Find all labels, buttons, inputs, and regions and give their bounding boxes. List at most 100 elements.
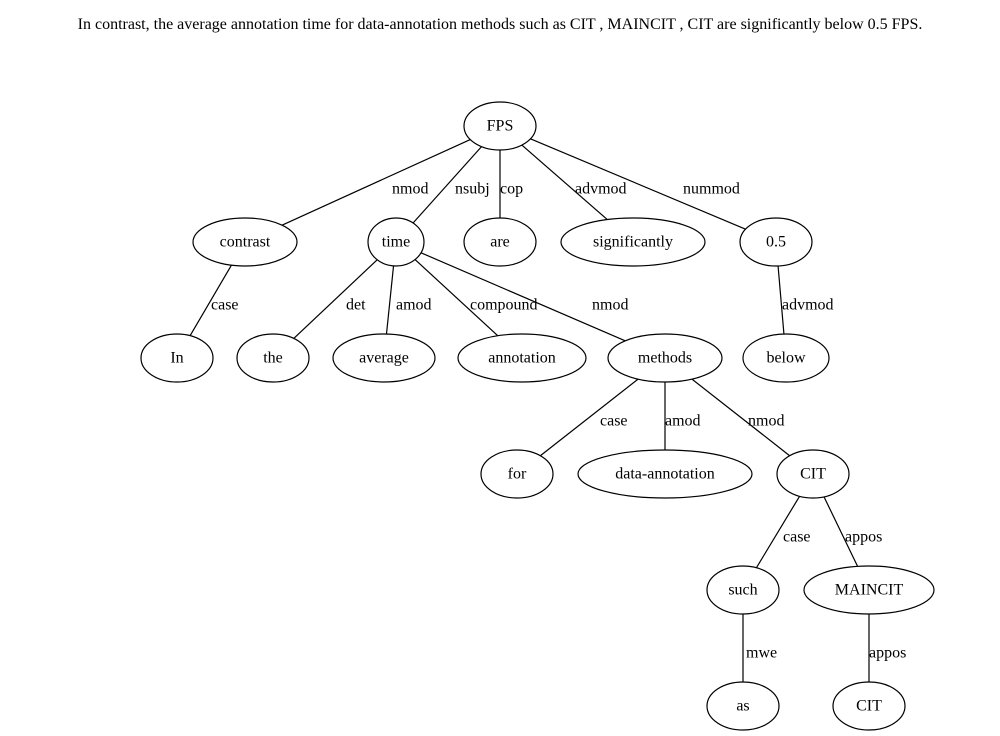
- edge-methods-cit1: nmod: [691, 378, 791, 457]
- node-as: as: [706, 681, 780, 731]
- node-label: contrast: [220, 234, 271, 251]
- edge-label: advmod: [575, 181, 627, 198]
- node-ellipse: [140, 333, 214, 383]
- edge-label: det: [346, 297, 366, 314]
- node-ellipse: [706, 681, 780, 731]
- node-contrast: contrast: [192, 217, 298, 267]
- node-label: FPS: [487, 118, 514, 135]
- edge-methods-data_annotation: amod: [664, 382, 701, 450]
- edge-line: [385, 265, 395, 335]
- edge-line: [420, 252, 626, 342]
- node-maincit: MAINCIT: [803, 565, 935, 615]
- edge-time-methods: nmod: [420, 252, 628, 342]
- node-ellipse: [457, 333, 587, 383]
- edge-label: cop: [500, 181, 523, 198]
- edge-line: [281, 138, 471, 226]
- node-label: the: [263, 350, 283, 367]
- node-ellipse: [607, 333, 723, 383]
- node-label: time: [382, 234, 410, 251]
- node-below: below: [742, 333, 830, 383]
- edge-fps-are: cop: [499, 150, 523, 218]
- edge-line: [755, 495, 801, 569]
- node-methods: methods: [607, 333, 723, 383]
- node-ellipse: [577, 449, 753, 499]
- edge-line: [521, 144, 608, 221]
- node-ellipse: [803, 565, 935, 615]
- edge-time-the: det: [293, 259, 378, 339]
- edge-label: nmod: [592, 297, 628, 314]
- node-ellipse: [367, 217, 425, 267]
- node-label: MAINCIT: [835, 582, 904, 599]
- edge-label: case: [211, 297, 239, 314]
- node-label: as: [736, 698, 749, 715]
- edge-methods-for: case: [539, 378, 639, 457]
- edge-label: nmod: [748, 413, 784, 430]
- node-are: are: [463, 217, 537, 267]
- edge-fps-time: nsubj: [412, 146, 490, 224]
- node-label: methods: [638, 350, 692, 367]
- node-ellipse: [480, 449, 554, 499]
- edge-cit1-maincit: appos: [823, 496, 882, 567]
- edge-line: [189, 264, 232, 336]
- node-cit2: CIT: [832, 681, 906, 731]
- edge-label: nmod: [392, 181, 428, 198]
- edge-label: mwe: [746, 645, 777, 662]
- sentence-caption: In contrast, the average annotation time…: [77, 16, 923, 33]
- edge-line: [530, 138, 746, 230]
- node-ellipse: [192, 217, 298, 267]
- edge-line: [414, 259, 499, 337]
- node-ellipse: [332, 333, 436, 383]
- edge-label: nummod: [683, 181, 740, 198]
- edge-line: [823, 496, 859, 567]
- edge-n05-below: advmod: [777, 265, 834, 335]
- node-ellipse: [560, 217, 706, 267]
- node-label: data-annotation: [615, 466, 715, 483]
- node-label: 0.5: [766, 234, 786, 251]
- edge-line: [293, 259, 378, 339]
- edge-label: case: [600, 413, 628, 430]
- edge-maincit-cit2: appos: [868, 614, 906, 682]
- node-ellipse: [706, 565, 780, 615]
- node-fps: FPS: [463, 101, 537, 151]
- node-annotation: annotation: [457, 333, 587, 383]
- node-label: annotation: [488, 350, 556, 367]
- edge-time-average: amod: [385, 265, 432, 335]
- edge-line: [691, 378, 791, 457]
- edge-fps-n05: nummod: [530, 138, 746, 230]
- edge-time-annotation: compound: [414, 259, 538, 337]
- node-label: average: [359, 350, 409, 367]
- node-ellipse: [463, 101, 537, 151]
- node-ellipse: [463, 217, 537, 267]
- edge-fps-significantly: advmod: [521, 144, 627, 221]
- edges-layer: nmod nsubj cop advmod nummod case det amod compo…: [189, 138, 906, 682]
- edge-label: compound: [470, 297, 538, 314]
- node-significantly: significantly: [560, 217, 706, 267]
- edge-label: appos: [845, 529, 882, 546]
- node-ellipse: [832, 681, 906, 731]
- edge-such-as: mwe: [742, 614, 777, 682]
- node-ellipse: [236, 333, 310, 383]
- edge-fps-contrast: nmod: [281, 138, 471, 226]
- node-label: CIT: [800, 466, 826, 483]
- node-label: CIT: [856, 698, 882, 715]
- node-the: the: [236, 333, 310, 383]
- node-time: time: [367, 217, 425, 267]
- edge-label: nsubj: [455, 181, 490, 198]
- node-n05: 0.5: [739, 217, 813, 267]
- node-for: for: [480, 449, 554, 499]
- edge-line: [539, 378, 639, 457]
- edge-label: amod: [396, 297, 432, 314]
- node-label: are: [490, 234, 510, 251]
- node-cit1: CIT: [776, 449, 850, 499]
- edge-label: amod: [665, 413, 701, 430]
- nodes-layer: FPS contrast time are significantly 0.5In the a…: [140, 101, 935, 731]
- node-label: below: [766, 350, 806, 367]
- node-label: such: [728, 582, 757, 599]
- node-average: average: [332, 333, 436, 383]
- node-label: significantly: [593, 234, 673, 251]
- node-ellipse: [742, 333, 830, 383]
- node-ellipse: [776, 449, 850, 499]
- node-in: In: [140, 333, 214, 383]
- edge-line: [777, 265, 785, 335]
